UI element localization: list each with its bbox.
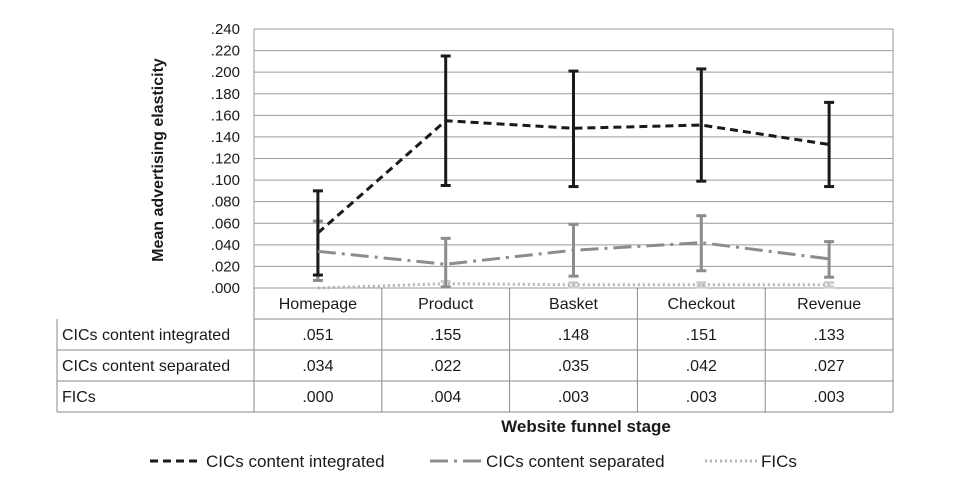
y-tick-label: .020 bbox=[211, 258, 240, 275]
legend: CICs content integrated CICs content sepa… bbox=[150, 452, 797, 471]
data-label: .000 bbox=[302, 389, 333, 406]
series-line bbox=[317, 241, 830, 266]
x-tick-label: Homepage bbox=[279, 296, 357, 313]
x-tick-label: Checkout bbox=[668, 296, 736, 313]
data-label: .133 bbox=[814, 327, 845, 344]
series-line bbox=[317, 282, 830, 290]
table-row-label: CICs content separated bbox=[62, 358, 230, 375]
error-bar bbox=[696, 281, 707, 289]
data-label: .034 bbox=[302, 358, 333, 375]
x-axis-label: Website funnel stage bbox=[501, 417, 671, 436]
y-tick-label: .200 bbox=[211, 64, 240, 81]
data-label: .051 bbox=[302, 327, 333, 344]
data-label: .035 bbox=[558, 358, 589, 375]
y-tick-label: .100 bbox=[211, 172, 240, 189]
series-line bbox=[316, 119, 830, 235]
data-table: Homepage Product Basket Checkout RevenueCICs… bbox=[56, 288, 894, 413]
data-label: .003 bbox=[558, 389, 589, 406]
x-tick-label: Basket bbox=[549, 296, 598, 313]
error-bar bbox=[696, 214, 707, 273]
y-axis-ticks: .000 .020 .040 .060 .080 .100 .120 .140 .160 .180… bbox=[211, 21, 240, 297]
error-bar bbox=[696, 67, 707, 183]
y-tick-label: .180 bbox=[211, 86, 240, 103]
x-tick-label: Product bbox=[418, 296, 474, 313]
data-label: .148 bbox=[558, 327, 589, 344]
data-label: .155 bbox=[430, 327, 461, 344]
y-tick-label: .220 bbox=[211, 43, 240, 60]
data-label: .042 bbox=[686, 358, 717, 375]
y-axis-label: Mean advertising elasticity bbox=[150, 58, 167, 262]
legend-label: CICs content integrated bbox=[206, 452, 385, 471]
y-tick-label: .140 bbox=[211, 129, 240, 146]
error-bar bbox=[568, 69, 579, 189]
data-label: .004 bbox=[430, 389, 461, 406]
y-tick-label: .080 bbox=[211, 194, 240, 211]
y-tick-label: .160 bbox=[211, 107, 240, 124]
data-label: .003 bbox=[686, 389, 717, 406]
y-tick-label: .000 bbox=[211, 280, 240, 297]
y-tick-label: .240 bbox=[211, 21, 240, 38]
legend-label: CICs content separated bbox=[486, 452, 665, 471]
error-bar bbox=[824, 100, 835, 189]
y-tick-label: .060 bbox=[211, 215, 240, 232]
table-row-label: CICs content integrated bbox=[62, 327, 230, 344]
data-label: .003 bbox=[814, 389, 845, 406]
legend-label: FICs bbox=[761, 452, 797, 471]
error-bar bbox=[440, 236, 451, 289]
data-label: .151 bbox=[686, 327, 717, 344]
x-tick-label: Revenue bbox=[797, 296, 861, 313]
error-bars bbox=[312, 54, 835, 289]
data-label: .022 bbox=[430, 358, 461, 375]
series-lines bbox=[316, 119, 830, 290]
table-row-label: FICs bbox=[62, 389, 96, 406]
y-tick-label: .040 bbox=[211, 237, 240, 254]
y-tick-label: .120 bbox=[211, 151, 240, 168]
error-bar bbox=[824, 240, 835, 279]
data-label: .027 bbox=[814, 358, 845, 375]
